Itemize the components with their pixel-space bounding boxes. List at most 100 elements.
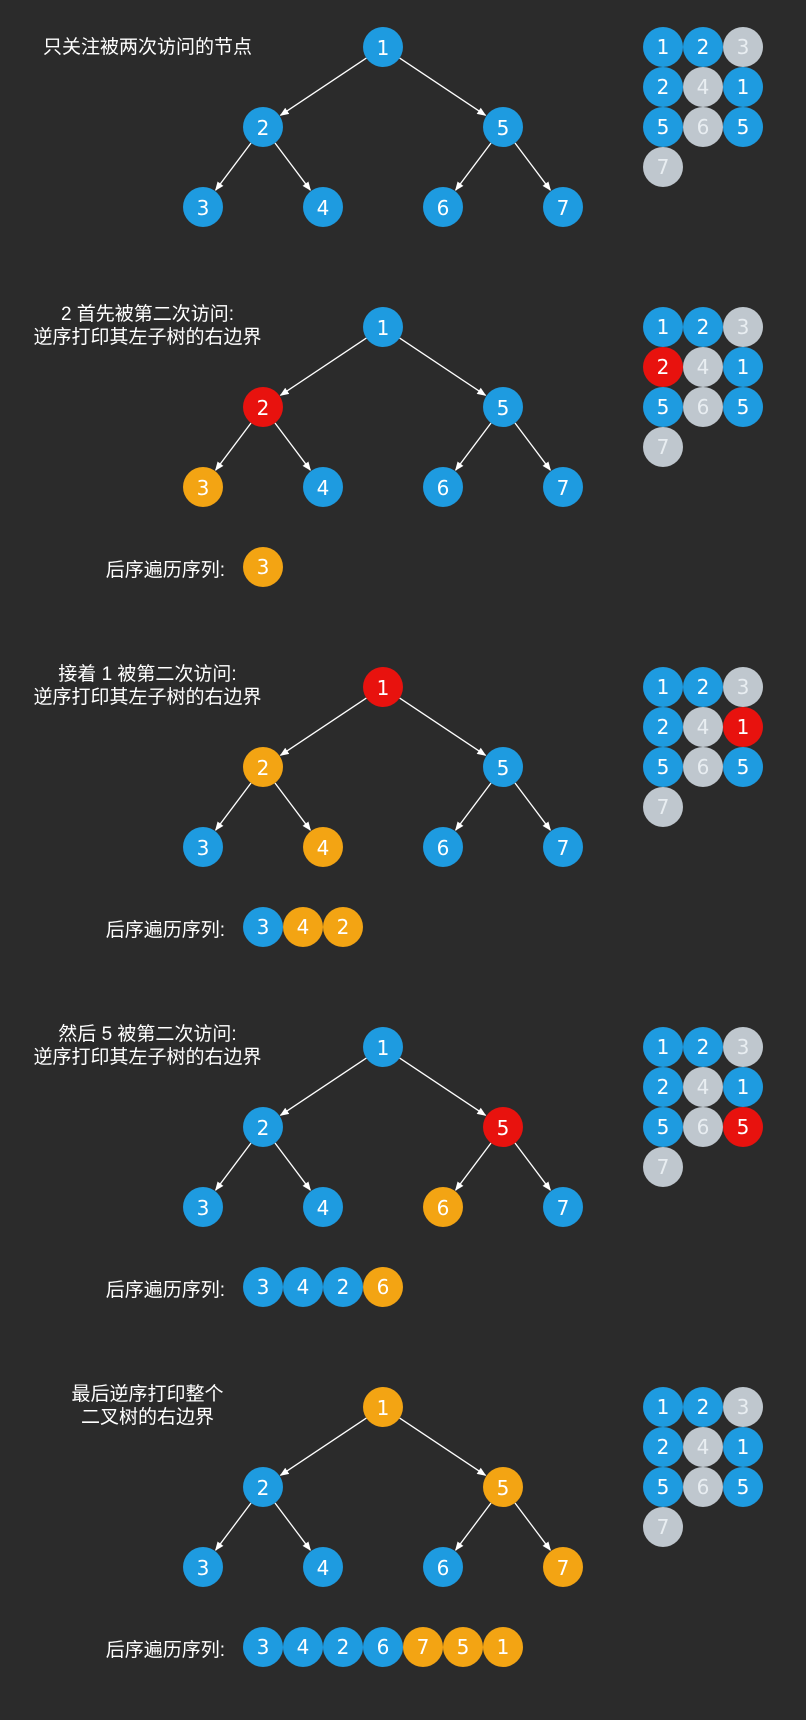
tree-edge-5-7 [514, 1502, 551, 1551]
step-caption-line: 然后 5 被第二次访问: [58, 1024, 237, 1045]
morris-order-node: 2 [643, 707, 683, 747]
morris-order-node: 5 [643, 107, 683, 147]
sequence-node: 3 [243, 1627, 283, 1667]
tree-node-1: 1 [363, 307, 403, 347]
sequence-node: 6 [363, 1627, 403, 1667]
morris-order-node: 1 [723, 707, 763, 747]
tree-node-circle [243, 1107, 283, 1147]
sequence-label: 后序遍历序列: [105, 1640, 225, 1661]
step-caption: 接着 1 被第二次访问:逆序打印其左子树的右边界 [10, 663, 285, 709]
tree-node-label: 3 [197, 476, 210, 500]
tree-node-circle [483, 1107, 523, 1147]
binary-tree: 1 2 3 4 5 6 7 [183, 1387, 583, 1587]
morris-order-node: 7 [643, 1507, 683, 1547]
tree-node-label: 4 [317, 1196, 330, 1220]
tree-node-5: 5 [483, 1107, 523, 1147]
morris-order-node: 4 [683, 67, 723, 107]
tree-node-3: 3 [183, 467, 223, 507]
morris-order-node: 3 [723, 667, 763, 707]
tree-node-label: 2 [257, 1476, 270, 1500]
tree-node-label: 6 [437, 476, 450, 500]
sequence-label: 后序遍历序列: [105, 560, 225, 581]
tree-node-circle [303, 1547, 343, 1587]
morris-order-node: 1 [643, 27, 683, 67]
sequence-node: 2 [323, 1267, 363, 1307]
morris-order-node: 1 [643, 1027, 683, 1067]
morris-order-node: 7 [643, 427, 683, 467]
tree-node-circle [303, 827, 343, 867]
morris-order-node: 2 [643, 1427, 683, 1467]
tree-edge-2-4 [274, 782, 311, 831]
tree-node-5: 5 [483, 1467, 523, 1507]
morris-order-node: 5 [643, 1107, 683, 1147]
tree-edge-1-2 [279, 697, 367, 756]
tree-node-label: 4 [317, 196, 330, 220]
morris-order-node: 2 [683, 667, 723, 707]
tree-node-circle [183, 1187, 223, 1227]
tree-node-3: 3 [183, 1187, 223, 1227]
tree-node-2: 2 [243, 1107, 283, 1147]
tree-node-label: 7 [557, 1196, 570, 1220]
tree-edge-2-4 [274, 1502, 311, 1551]
tree-node-circle [363, 667, 403, 707]
tree-node-7: 7 [543, 1547, 583, 1587]
tree-node-circle [243, 107, 283, 147]
tree-node-circle [183, 827, 223, 867]
tree-node-label: 2 [257, 756, 270, 780]
tree-edge-1-2 [279, 1057, 367, 1116]
tree-node-circle [363, 1027, 403, 1067]
tree-node-3: 3 [183, 1547, 223, 1587]
morris-order-node: 1 [643, 667, 683, 707]
tree-node-label: 6 [437, 836, 450, 860]
tree-edge-1-2 [279, 337, 367, 396]
step-caption: 只关注被两次访问的节点 [10, 36, 285, 59]
tree-node-label: 5 [497, 1476, 510, 1500]
morris-order-node: 7 [643, 147, 683, 187]
tree-edge-2-3 [215, 1502, 252, 1551]
step-caption-line: 二叉树的右边界 [80, 1407, 214, 1428]
sequence-node: 1 [483, 1627, 523, 1667]
morris-order-node: 2 [683, 1027, 723, 1067]
tree-edge-5-6 [455, 1142, 492, 1191]
tree-node-1: 1 [363, 1027, 403, 1067]
tree-edge-1-5 [399, 697, 487, 756]
tree-node-label: 6 [437, 1556, 450, 1580]
tree-edge-1-5 [399, 57, 487, 116]
tree-node-label: 2 [257, 1116, 270, 1140]
tree-node-6: 6 [423, 827, 463, 867]
morris-order-node: 5 [723, 747, 763, 787]
tree-node-7: 7 [543, 1187, 583, 1227]
tree-node-circle [483, 387, 523, 427]
morris-order-node: 2 [643, 347, 683, 387]
tree-node-5: 5 [483, 747, 523, 787]
morris-order-node: 6 [683, 387, 723, 427]
sequence-node: 3 [243, 547, 283, 587]
sequence-node: 4 [283, 907, 323, 947]
tree-edge-5-6 [455, 782, 492, 831]
tree-node-label: 1 [377, 1396, 390, 1420]
tree-node-3: 3 [183, 827, 223, 867]
step-caption: 2 首先被第二次访问:逆序打印其左子树的右边界 [10, 303, 285, 349]
tree-node-4: 4 [303, 467, 343, 507]
tree-edge-5-7 [514, 142, 551, 191]
step-caption-line: 只关注被两次访问的节点 [42, 37, 252, 58]
tree-node-label: 5 [497, 1116, 510, 1140]
tree-node-label: 5 [497, 756, 510, 780]
step-caption-line: 2 首先被第二次访问: [60, 304, 235, 325]
tree-edge-2-3 [215, 422, 252, 471]
tree-edge-1-5 [399, 1417, 487, 1476]
tree-node-label: 7 [557, 836, 570, 860]
tree-node-circle [543, 1187, 583, 1227]
tree-node-5: 5 [483, 107, 523, 147]
tree-node-circle [183, 467, 223, 507]
tree-edge-2-3 [215, 1142, 252, 1191]
tree-node-circle [243, 1467, 283, 1507]
morris-order-node: 7 [643, 787, 683, 827]
tree-node-4: 4 [303, 1547, 343, 1587]
tree-edge-2-4 [274, 142, 311, 191]
tree-node-circle [183, 187, 223, 227]
